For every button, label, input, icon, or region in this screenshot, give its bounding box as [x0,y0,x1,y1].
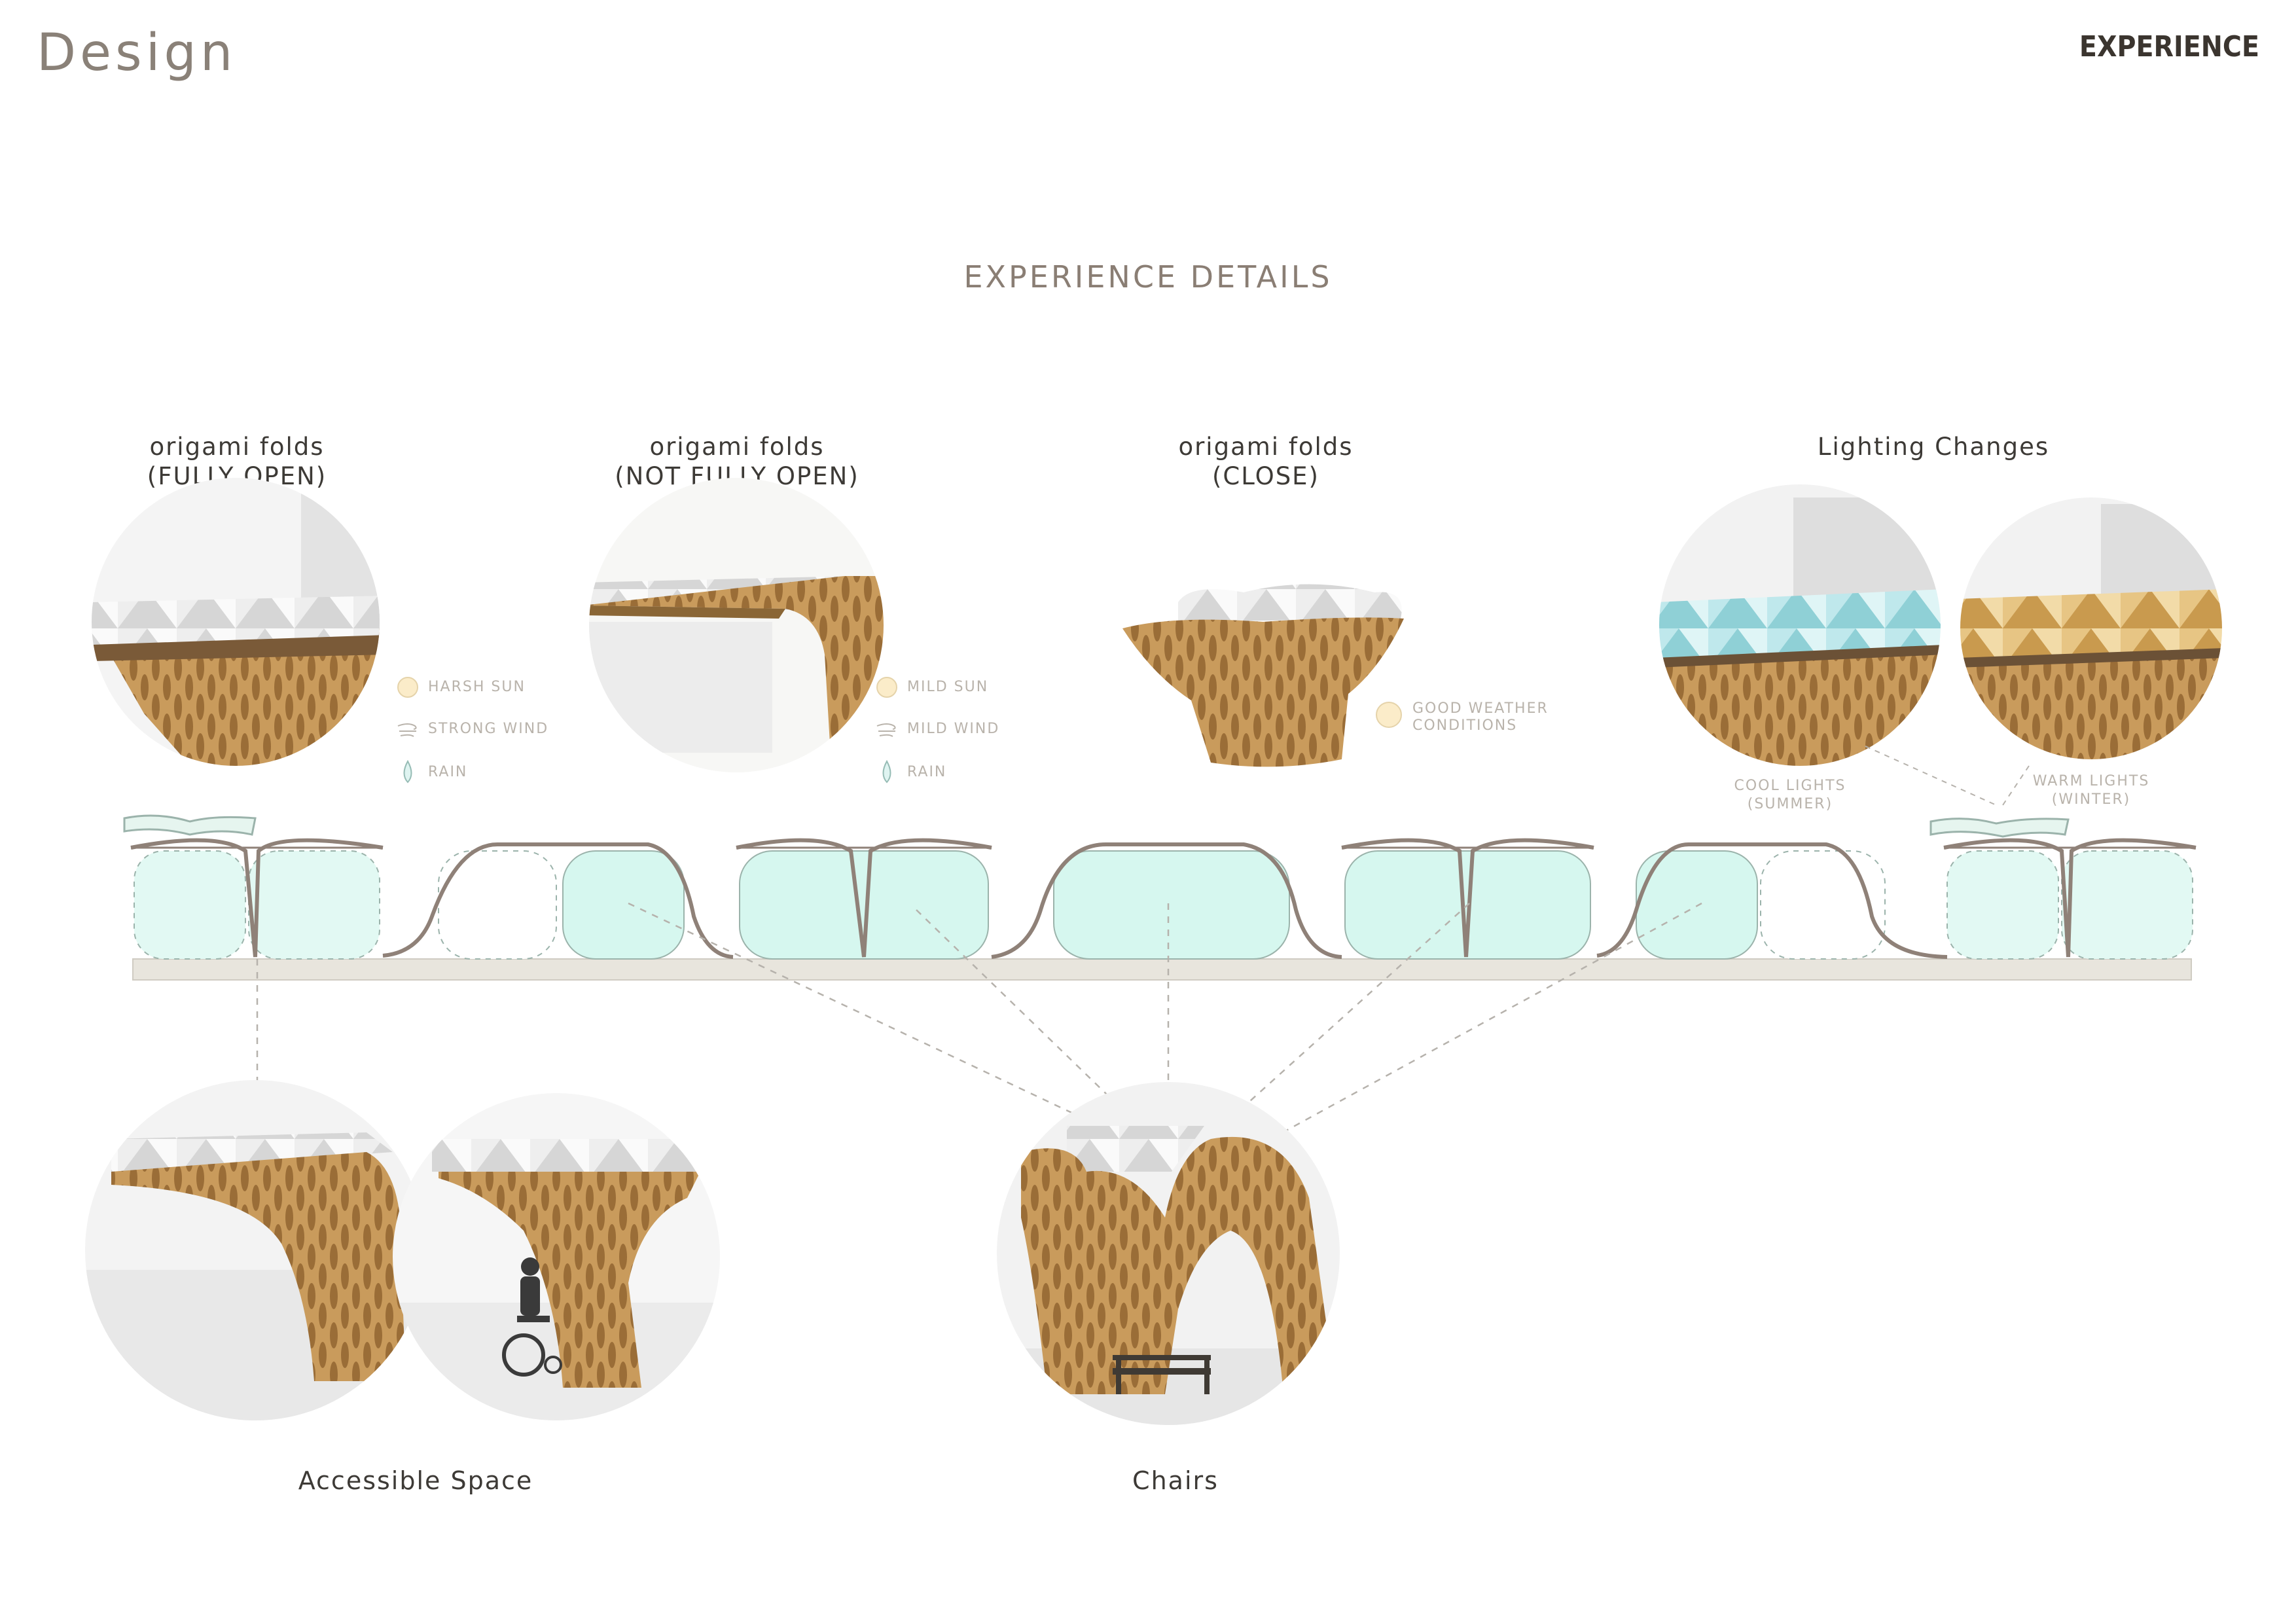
caption-lighting: Lighting Changes [1737,432,2130,461]
legend-fully-open-rain: RAIN [428,764,468,780]
vignette-accessible-right [393,1093,720,1420]
section-heading: EXPERIENCE DETAILS [963,259,1333,295]
section-label: EXPERIENCE [2079,30,2259,63]
legend-close-line2: CONDITIONS [1412,717,1518,734]
legend-close: GOOD WEATHER CONDITIONS [1374,700,1549,754]
legend-fully-open-wind: STRONG WIND [428,721,549,737]
vignette-warm-lights [1960,497,2222,759]
section-strip [123,814,2197,981]
legend-fully-open: HARSH SUN STRONG WIND RAIN [397,676,548,804]
legend-not-fully-open-sun: MILD SUN [907,679,989,695]
vignette-not-fully-open [589,478,884,772]
caption-not-fully-open: origami folds (NOT FULLY OPEN) [541,432,933,491]
caption-close-line2: (CLOSE) [1212,462,1319,490]
lighting-leaders [1865,746,2030,806]
sun-icon [397,677,418,698]
vignette-close [1122,584,1404,767]
label-cool-lights-line2: (SUMMER) [1747,796,1833,812]
legend-not-fully-open-wind: MILD WIND [907,721,1000,737]
vignette-chairs [997,1082,1340,1425]
legend-close-line1: GOOD WEATHER [1412,700,1549,717]
label-cool-lights-line1: COOL LIGHTS [1734,778,1846,794]
label-warm-lights-line2: (WINTER) [2051,791,2131,808]
legend-not-fully-open-rain: RAIN [907,764,947,780]
wind-icon [876,723,896,737]
vignette-cool-lights [1659,484,1941,766]
caption-accessible-space: Accessible Space [298,1466,533,1495]
caption-fully-open-line1: origami folds [149,433,325,461]
caption-chairs: Chairs [1132,1466,1219,1495]
sun-icon [876,677,897,698]
label-warm-lights-line1: WARM LIGHTS [2032,773,2150,789]
caption-lighting-line1: Lighting Changes [1817,433,2050,461]
legend-fully-open-sun: HARSH SUN [428,679,526,695]
label-warm-lights: WARM LIGHTS (WINTER) [2019,772,2163,809]
rain-drop-icon [403,760,412,784]
vignette-accessible-left [85,1080,425,1420]
page-title: Design [37,24,237,82]
vignette-fully-open [92,478,380,766]
rain-drop-icon [882,760,891,784]
caption-not-fully-open-line1: origami folds [649,433,825,461]
caption-close-line1: origami folds [1178,433,1354,461]
sun-icon [1376,702,1402,728]
wheelchair-user [502,1257,562,1377]
bench [1113,1355,1211,1394]
wind-icon [397,723,417,737]
label-cool-lights: COOL LIGHTS (SUMMER) [1718,777,1862,814]
caption-close: origami folds (CLOSE) [1069,432,1462,491]
legend-not-fully-open: MILD SUN MILD WIND RAIN [876,676,999,804]
